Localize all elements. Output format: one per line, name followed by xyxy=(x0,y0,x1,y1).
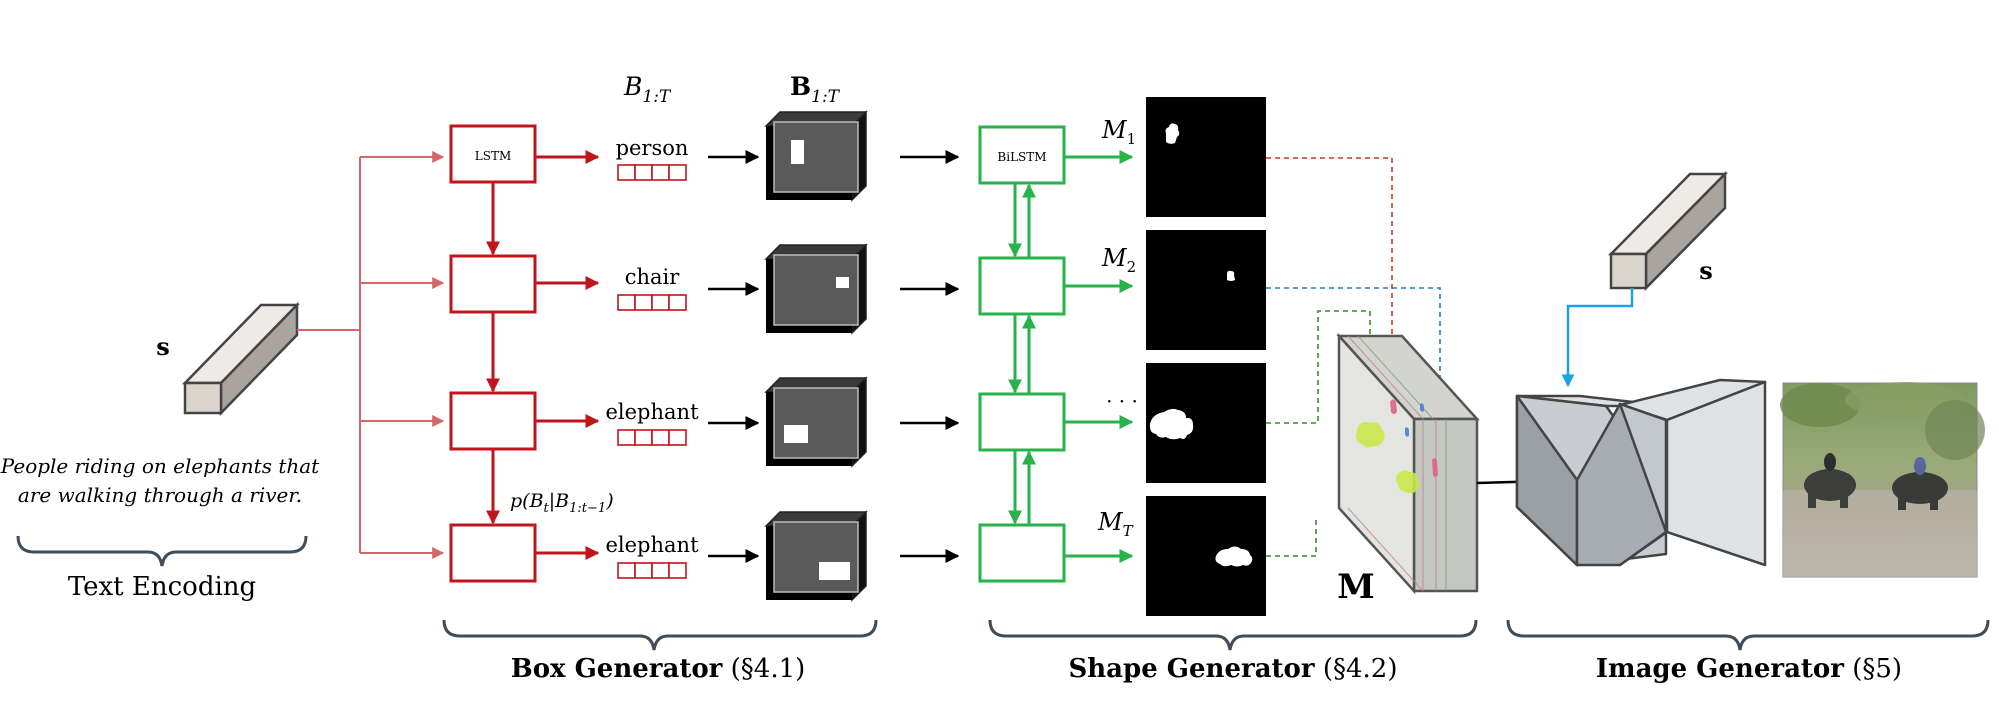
box-tensor-header: B1:T xyxy=(790,72,841,107)
mask-label: M2 xyxy=(1101,244,1136,276)
lstm-label: LSTM xyxy=(475,149,511,163)
object-box xyxy=(836,277,849,288)
shape-generator-brace xyxy=(988,619,1478,651)
text-encoding-label: Text Encoding xyxy=(68,572,256,602)
box-generator-brace xyxy=(442,619,878,651)
caption-line-1: People riding on elephants that xyxy=(0,454,320,478)
image-s-label: s xyxy=(1699,256,1713,285)
lstm-cell xyxy=(449,391,537,451)
bilstm-cell xyxy=(978,256,1066,316)
image-generator-label: Image Generator (§5) xyxy=(1596,654,1902,684)
text-encoding-connectors xyxy=(297,151,445,559)
box-class-label: elephant xyxy=(605,533,699,557)
lstm-cell xyxy=(449,523,537,583)
box-tensor xyxy=(764,243,868,335)
box-tensor xyxy=(764,376,868,468)
box-tensor xyxy=(764,510,868,602)
box-sequence-header: B1:T xyxy=(623,72,672,107)
image-generator-section: s xyxy=(1476,170,1990,684)
mask-image xyxy=(1146,97,1266,217)
s-label: s xyxy=(156,332,170,361)
box-class-label: elephant xyxy=(605,400,699,424)
box-tensor xyxy=(764,110,868,202)
object-box xyxy=(819,562,850,580)
shape-masks xyxy=(1146,97,1266,616)
lstm-cell xyxy=(449,124,537,184)
mask-label: M1 xyxy=(1101,116,1136,148)
one-hot-vector xyxy=(617,429,687,446)
bilstm-cell xyxy=(978,125,1066,185)
layout-tensor xyxy=(1336,332,1480,595)
box-class-label: chair xyxy=(625,265,681,289)
one-hot-vector xyxy=(617,294,687,311)
box-probability-label: p(Bt|B1:t−1) xyxy=(510,490,614,516)
one-hot-vector xyxy=(617,562,687,579)
image-generator-network xyxy=(1515,378,1767,567)
bilstm-cell xyxy=(978,523,1066,583)
bilstm-label: BiLSTM xyxy=(997,150,1046,164)
layout-label: M xyxy=(1337,567,1375,607)
bilstm-cell xyxy=(978,392,1066,452)
image-sentence-vector-s xyxy=(1608,170,1728,292)
object-box xyxy=(791,140,804,164)
image-generator-brace xyxy=(1506,619,1990,651)
mask-image xyxy=(1146,230,1266,350)
one-hot-vectors xyxy=(617,164,687,579)
box-generator-section: LSTM person chair elephant elephant B1:T… xyxy=(442,72,960,684)
mask-ellipsis: · · · xyxy=(1106,389,1138,413)
caption-line-2: are walking through a river. xyxy=(18,483,302,507)
mask-label: MT xyxy=(1097,508,1134,540)
box-generator-label: Box Generator (§4.1) xyxy=(511,654,806,684)
box-class-label: person xyxy=(616,136,689,160)
lstm-cell xyxy=(449,254,537,314)
one-hot-vector xyxy=(617,164,687,181)
object-box xyxy=(784,425,808,443)
text-encoding-section: s People riding on elephants that are wa… xyxy=(0,151,445,602)
sentence-vector-s xyxy=(182,301,300,417)
text-encoding-brace xyxy=(16,535,308,567)
shape-generator-section: BiLSTM M1 M2 · · · MT xyxy=(978,97,1480,684)
shape-generator-label: Shape Generator (§4.2) xyxy=(1069,654,1398,684)
generated-image xyxy=(1780,382,1985,578)
box-tensors xyxy=(764,110,868,602)
